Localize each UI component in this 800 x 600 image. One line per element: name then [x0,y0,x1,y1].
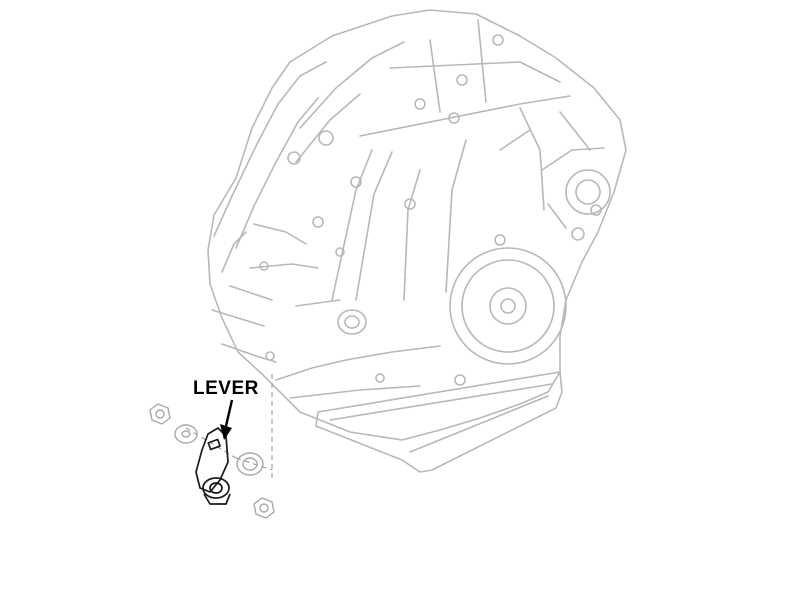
callout-arrow-icon [220,399,234,440]
selector-lever [195,427,231,505]
washer [174,424,198,444]
lock-nut-bottom [253,497,275,519]
lock-nut-top [149,403,171,425]
lever-label: LEVER [193,378,259,399]
transaxle-housing [207,9,627,473]
seal-ring [236,452,264,476]
